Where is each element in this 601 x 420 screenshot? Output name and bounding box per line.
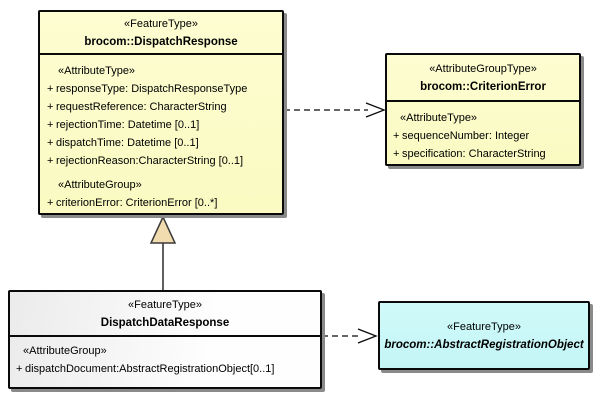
attribute-text: rejectionReason:CharacterString [0..1]: [56, 155, 244, 167]
attribute-row: + rejectionReason:CharacterString [0..1]: [40, 152, 282, 170]
stereotype-label: «FeatureType»: [124, 17, 198, 30]
attribute-row: + requestReference: CharacterString: [40, 98, 282, 116]
stereotype-label: «AttributeGroupType»: [429, 62, 537, 75]
attribute-compartment: «AttributeType» + sequenceNumber: Intege…: [387, 102, 579, 163]
visibility-sign: +: [47, 197, 54, 209]
attribute-text: rejectionTime: Datetime [0..1]: [56, 119, 200, 131]
attribute-text: sequenceNumber: Integer: [402, 130, 530, 142]
class-dispatch-response[interactable]: «FeatureType» brocom::DispatchResponse «…: [38, 10, 284, 215]
class-header: «FeatureType» brocom::AbstractRegistrati…: [380, 303, 588, 368]
attribute-text: criterionError: CriterionError [0..*]: [56, 197, 218, 209]
attribute-text: responseType: DispatchResponseType: [56, 83, 248, 95]
class-header: «FeatureType» DispatchDataResponse: [10, 292, 320, 337]
attribute-row: + rejectionTime: Datetime [0..1]: [40, 116, 282, 134]
dependency-arrow-abstract-registration-object[interactable]: [322, 328, 378, 344]
visibility-sign: +: [16, 363, 23, 375]
attribute-row: + specification: CharacterString: [387, 145, 579, 163]
visibility-sign: +: [47, 137, 54, 149]
visibility-sign: +: [47, 101, 54, 113]
attribute-compartment: «AttributeGroup» + dispatchDocument:Abst…: [10, 337, 320, 378]
generalization-arrow[interactable]: [149, 215, 177, 290]
class-criterion-error[interactable]: «AttributeGroupType» brocom::CriterionEr…: [385, 53, 581, 166]
visibility-sign: +: [47, 119, 54, 131]
visibility-sign: +: [393, 148, 400, 160]
open-arrowhead: [365, 102, 386, 118]
open-arrowhead: [357, 328, 378, 344]
class-name: brocom::DispatchResponse: [84, 35, 238, 48]
attribute-text: dispatchDocument:AbstractRegistrationObj…: [25, 363, 275, 375]
attribute-group-label: «AttributeGroup»: [58, 179, 142, 191]
visibility-sign: +: [47, 155, 54, 167]
attribute-compartment: «AttributeType» + responseType: Dispatch…: [40, 55, 282, 212]
attribute-type-label: «AttributeType»: [58, 65, 136, 77]
visibility-sign: +: [393, 130, 400, 142]
class-name: brocom::CriterionError: [420, 80, 546, 93]
attribute-row: + dispatchTime: Datetime [0..1]: [40, 134, 282, 152]
dependency-arrow-criterion-error[interactable]: [284, 102, 386, 118]
attribute-text: specification: CharacterString: [402, 148, 546, 160]
class-name: DispatchDataResponse: [100, 316, 230, 329]
attribute-text: dispatchTime: Datetime [0..1]: [56, 137, 199, 149]
attribute-row: + sequenceNumber: Integer: [387, 127, 579, 145]
class-header: «AttributeGroupType» brocom::CriterionEr…: [387, 55, 579, 102]
class-header: «FeatureType» brocom::DispatchResponse: [40, 12, 282, 55]
attribute-row: + responseType: DispatchResponseType: [40, 80, 282, 98]
class-name: brocom::AbstractRegistrationObject: [384, 338, 584, 351]
stereotype-label: «FeatureType»: [128, 298, 202, 311]
generalization-triangle: [149, 215, 177, 244]
attribute-row: + dispatchDocument:AbstractRegistrationO…: [10, 360, 320, 378]
class-dispatch-data-response[interactable]: «FeatureType» DispatchDataResponse «Attr…: [8, 290, 322, 389]
visibility-sign: +: [47, 83, 54, 95]
attribute-type-label: «AttributeType»: [400, 112, 478, 124]
stereotype-label: «FeatureType»: [447, 320, 521, 333]
class-abstract-registration-object[interactable]: «FeatureType» brocom::AbstractRegistrati…: [378, 301, 590, 370]
attribute-row: + criterionError: CriterionError [0..*]: [40, 194, 282, 212]
attribute-group-label: «AttributeGroup»: [23, 345, 107, 357]
attribute-text: requestReference: CharacterString: [56, 101, 227, 113]
